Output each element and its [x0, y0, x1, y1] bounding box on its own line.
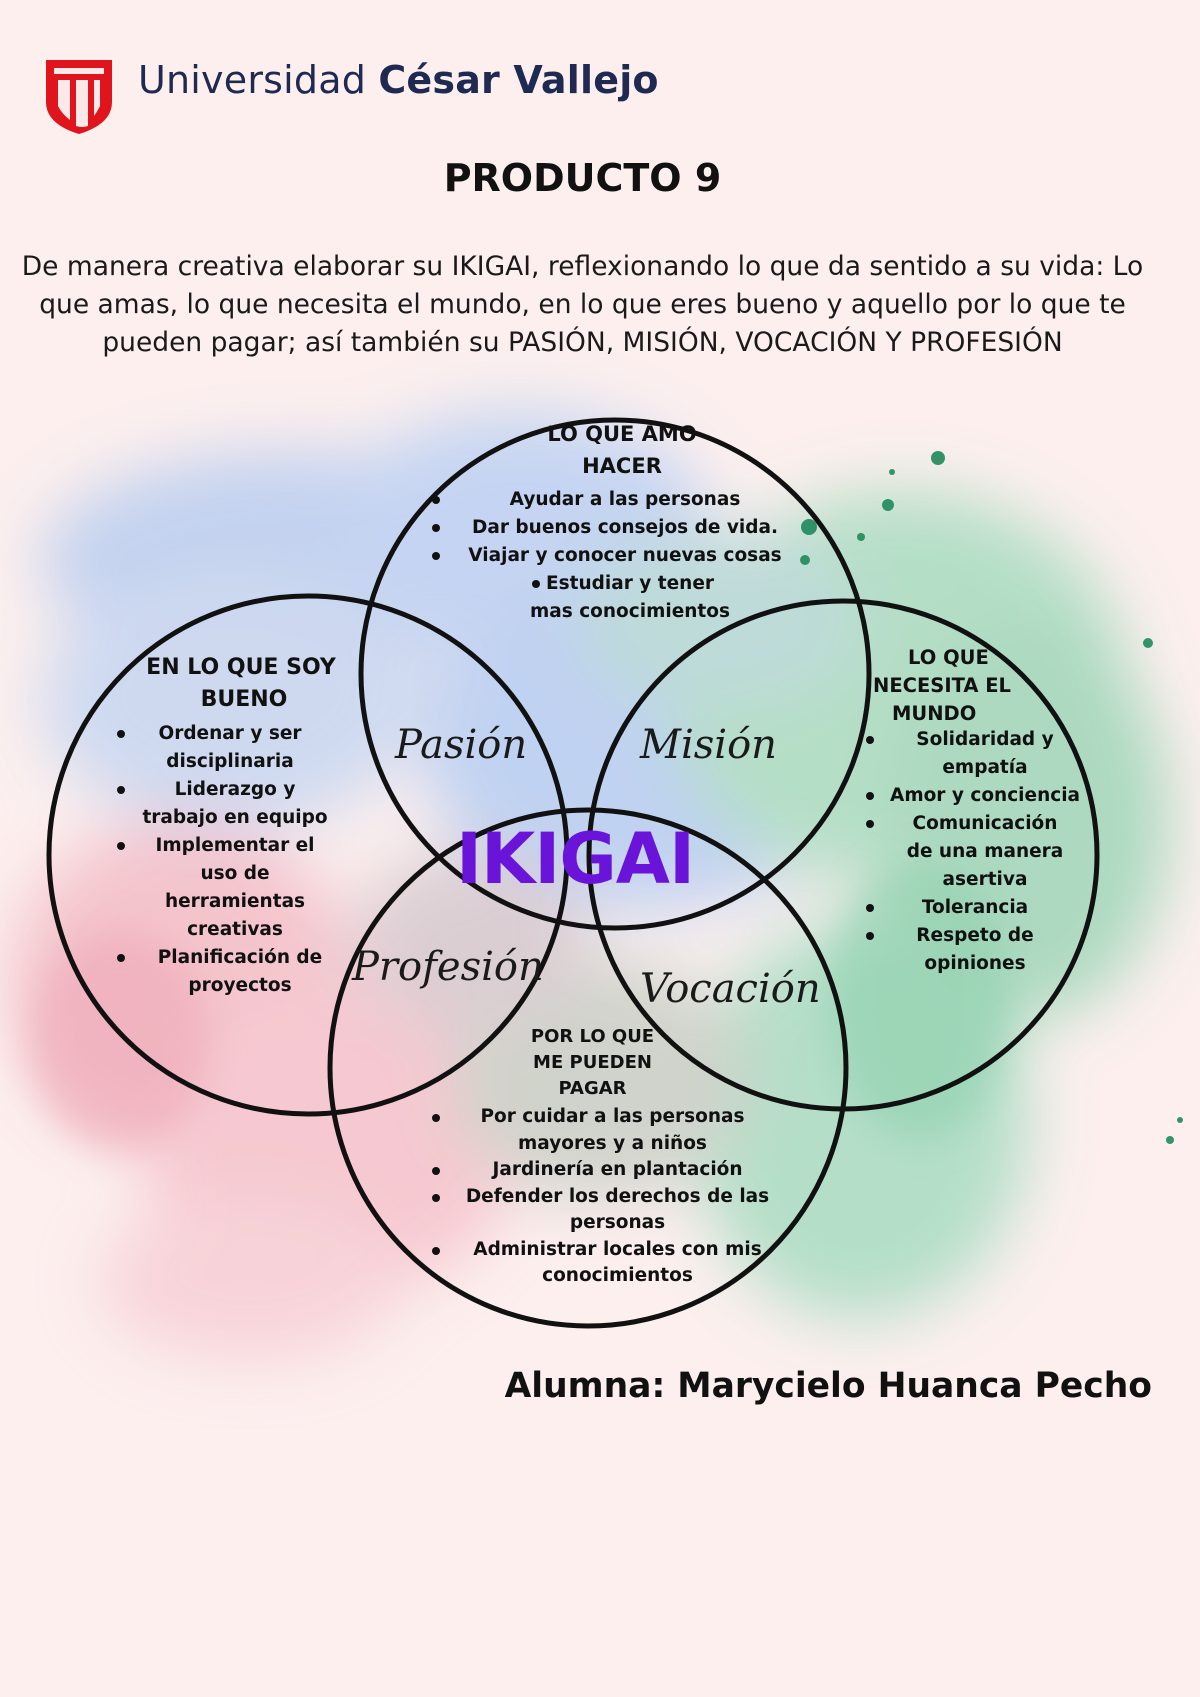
list-item: Respeto de opiniones [866, 922, 1080, 978]
heading-line: HACER [582, 454, 662, 478]
heading-line: NECESITA EL [873, 674, 1011, 697]
heading-line: LO QUE [908, 646, 989, 669]
heading-line: POR LO QUE [530, 1026, 655, 1047]
list-item: Ayudar a las personas [430, 486, 820, 514]
overlap-label-vocacion: Vocación [640, 966, 821, 1012]
ikigai-center-label: IKIGAI [455, 818, 695, 900]
list-item: Viajar y conocer nuevas cosas [430, 542, 820, 570]
list-item: Amor y conciencia [866, 782, 1080, 810]
section-heading: LO QUE AMO HACER [430, 418, 820, 482]
bullet-list: Por cuidar a las personas mayores y a ni… [430, 1104, 805, 1290]
section-heading: POR LO QUE ME PUEDEN PAGAR [430, 1024, 805, 1102]
university-name: Universidad César Vallejo [138, 58, 659, 102]
heading-line: ME PUEDEN [533, 1052, 652, 1073]
list-item: Por cuidar a las personas mayores y a ni… [430, 1104, 805, 1157]
overlap-label-mision: Misión [640, 722, 777, 768]
list-item: Administrar locales con mis conocimiento… [430, 1237, 805, 1290]
heading-line: BUENO [200, 687, 288, 712]
circle-lo-que-amo [358, 417, 872, 931]
student-name: Alumna: Marycielo Huanca Pecho [504, 1366, 1152, 1406]
list-item: Ordenar y ser disciplinaria [115, 720, 355, 776]
section-heading: LO QUE NECESITA EL MUNDO [870, 644, 1080, 728]
university-name-bold: César Vallejo [378, 58, 659, 102]
overlap-label-pasion: Pasión [395, 722, 528, 768]
green-splatter-dots [800, 451, 1183, 1144]
list-item: Liderazgo y trabajo en equipo [115, 776, 355, 832]
heading-line: EN LO QUE SOY [146, 655, 336, 680]
section-lo-que-necesita-el-mundo: LO QUE NECESITA EL MUNDO Solidaridad y e… [866, 644, 1080, 978]
heading-line: PAGAR [558, 1078, 627, 1099]
list-item: Dar buenos consejos de vida. [430, 514, 820, 542]
bullet-list: Ayudar a las personas Dar buenos consejo… [430, 486, 820, 626]
instructions-paragraph: De manera creativa elaborar su IKIGAI, r… [21, 251, 1144, 358]
overlap-label-profesion: Profesión [352, 944, 544, 990]
section-heading: EN LO QUE SOY BUENO [115, 652, 355, 716]
university-shield-logo-icon [46, 60, 112, 134]
bullet-list: Solidaridad y empatía Amor y conciencia … [866, 726, 1080, 978]
university-name-regular: Universidad [138, 58, 379, 102]
section-lo-que-amo: LO QUE AMO HACER Ayudar a las personas D… [430, 418, 820, 626]
list-item: Jardinería en plantación [430, 1157, 805, 1184]
list-item: Estudiar y tener mas conocimientos [530, 570, 730, 626]
list-item: Comunicación de una manera asertiva [866, 810, 1080, 894]
section-por-lo-que-me-pueden-pagar: POR LO QUE ME PUEDEN PAGAR Por cuidar a … [430, 1024, 805, 1290]
heading-line: MUNDO [892, 702, 977, 725]
list-item: Planificación de proyectos [115, 944, 355, 1000]
list-item: Solidaridad y empatía [866, 726, 1080, 782]
list-item: Defender los derechos de las personas [430, 1184, 805, 1237]
heading-line: LO QUE AMO [547, 422, 697, 446]
list-item: Implementar el uso de herramientas creat… [115, 832, 355, 944]
bullet-list: Ordenar y ser disciplinaria Liderazgo y … [115, 720, 355, 1000]
list-item: Tolerancia [866, 894, 1080, 922]
page-title: PRODUCTO 9 [443, 156, 722, 200]
circle-lo-que-soy-bueno [46, 593, 570, 1117]
section-en-lo-que-soy-bueno: EN LO QUE SOY BUENO Ordenar y ser discip… [115, 652, 355, 1000]
circle-por-lo-que-me-pueden-pagar [327, 807, 849, 1329]
